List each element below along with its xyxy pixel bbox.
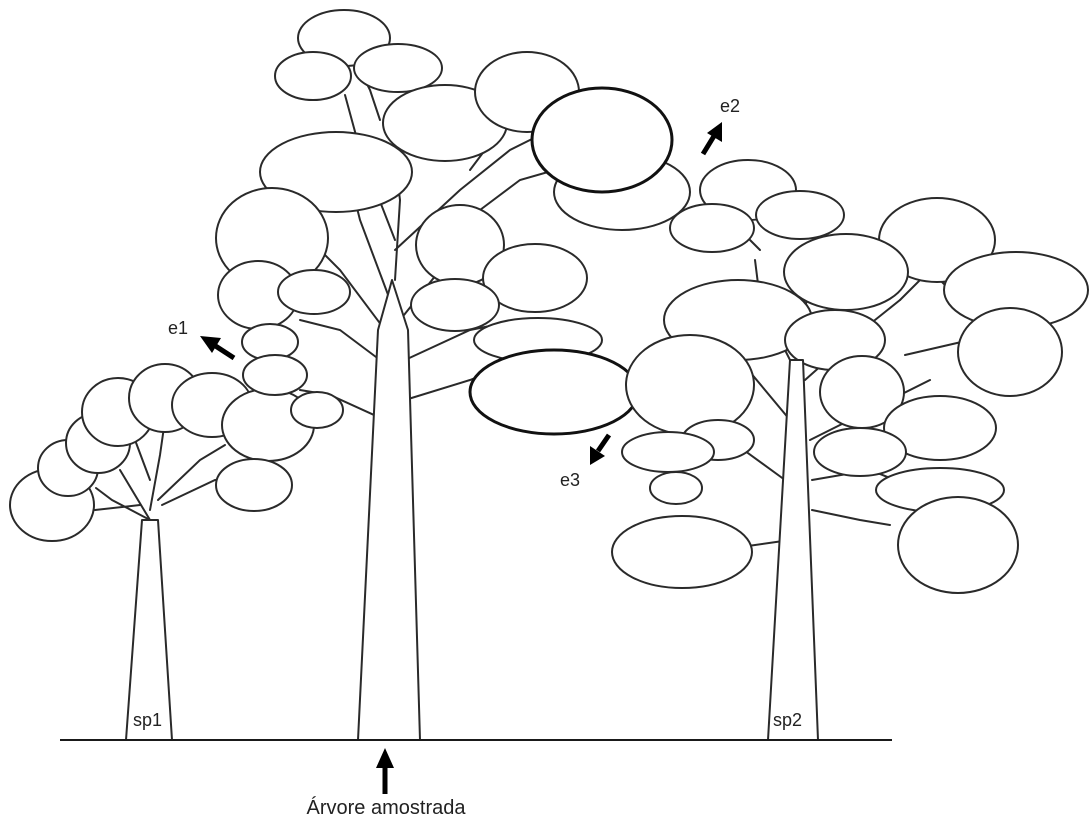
- arrow-sampled-tree: [376, 748, 394, 794]
- tree-sampled-trunk: [358, 280, 420, 740]
- arrow-e1: [200, 336, 234, 358]
- label-sampled-tree: Árvore amostrada: [307, 796, 467, 819]
- tree-sp1: [10, 364, 314, 740]
- label-sp1: sp1: [133, 710, 162, 730]
- arrow-e3: [590, 435, 609, 465]
- tree-sampled: [216, 10, 690, 740]
- label-e2: e2: [720, 96, 740, 116]
- label-sp2: sp2: [773, 710, 802, 730]
- label-e3: e3: [560, 470, 580, 490]
- tree-sp2-trunk: [768, 360, 818, 740]
- arrow-e2: [703, 122, 722, 154]
- tree-sp2-crown: [612, 160, 1088, 593]
- tree-sp1-trunk: [126, 520, 172, 740]
- label-e1: e1: [168, 318, 188, 338]
- tree-sp2: [612, 160, 1088, 740]
